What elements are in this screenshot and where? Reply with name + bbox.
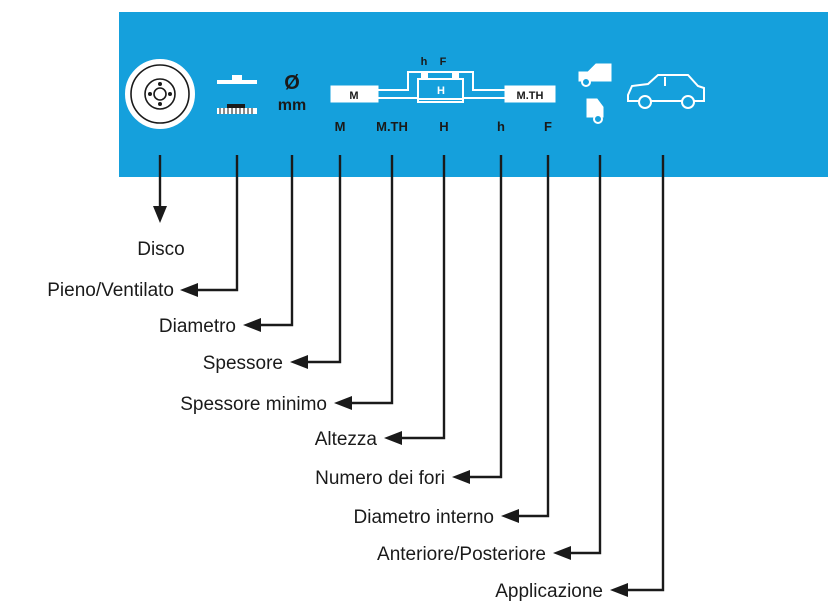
connector-spessore-minimo: [334, 155, 394, 410]
connector-spessore: [290, 155, 342, 369]
label-numero-fori: Numero dei fori: [315, 468, 445, 489]
car-application-icon: [627, 74, 705, 109]
brake-disc-icon: [125, 59, 195, 129]
front-rear-car-icon: [578, 63, 612, 124]
disc-profile-cross-section: M M.TH H h F: [330, 56, 556, 103]
profile-label-mth: M.TH: [517, 90, 544, 102]
column-label-m: M: [335, 119, 346, 134]
connector-diametro-interno: [501, 155, 550, 523]
label-applicazione: Applicazione: [495, 581, 603, 602]
label-pieno-ventilato: Pieno/Ventilato: [47, 280, 174, 301]
label-spessore: Spessore: [203, 353, 283, 374]
profile-label-top-f: F: [440, 56, 447, 68]
connector-disco: [153, 155, 167, 223]
connector-diametro: [243, 155, 294, 332]
label-anteriore-posteriore: Anteriore/Posteriore: [377, 544, 546, 565]
column-label-f: F: [544, 119, 552, 134]
connector-anteriore-posteriore: [553, 155, 602, 560]
diameter-symbol: Ø: [284, 72, 300, 94]
label-diametro: Diametro: [159, 316, 236, 337]
solid-vented-disc-icon: [217, 75, 257, 114]
column-label-h-upper: H: [439, 119, 448, 134]
label-diametro-interno: Diametro interno: [354, 507, 494, 528]
label-disco: Disco: [137, 239, 185, 260]
diameter-unit: mm: [278, 97, 306, 114]
connector-numero-fori: [452, 155, 503, 484]
connector-applicazione: [610, 155, 665, 597]
header-band: [119, 12, 828, 177]
column-label-h-lower: h: [497, 119, 505, 134]
label-altezza: Altezza: [315, 429, 378, 450]
connector-altezza: [384, 155, 446, 445]
profile-label-h: H: [437, 85, 445, 97]
label-spessore-minimo: Spessore minimo: [180, 394, 327, 415]
profile-label-top-h: h: [421, 56, 428, 68]
profile-label-m: M: [349, 90, 358, 102]
column-label-mth: M.TH: [376, 119, 408, 134]
connector-pieno-ventilato: [180, 155, 239, 297]
